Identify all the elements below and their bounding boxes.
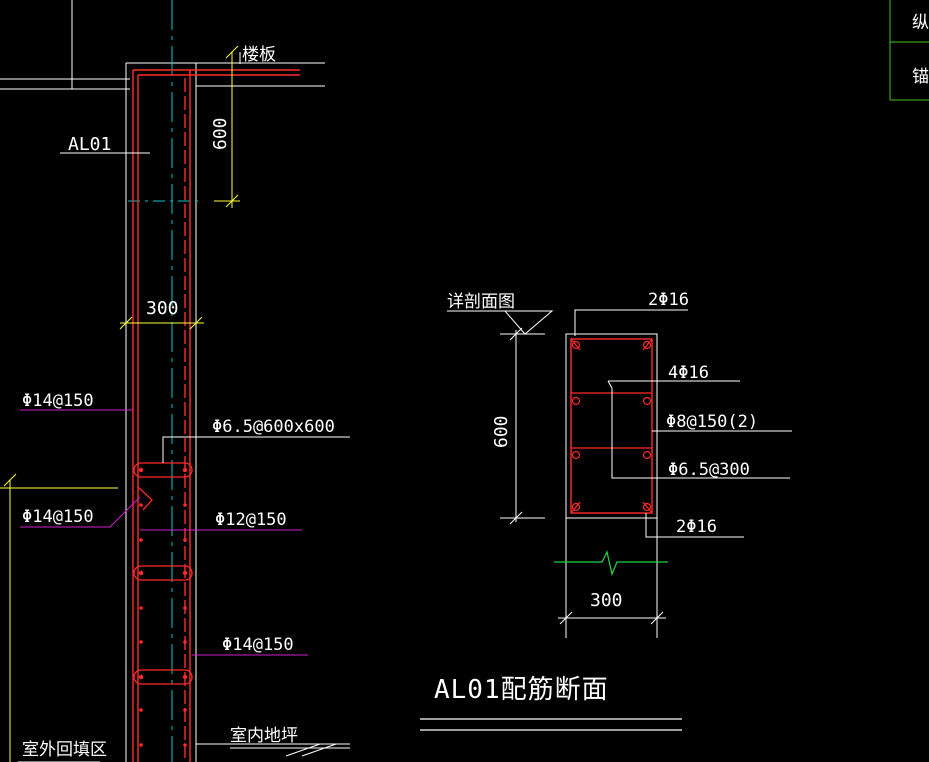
- leader-tie-bars: [162, 436, 350, 463]
- beam-section: 详剖面图 600 300: [420, 290, 792, 731]
- height-600-label: 600: [210, 117, 231, 150]
- side-bars-label: 4Φ16: [668, 363, 709, 383]
- section-bars: [571, 340, 652, 512]
- stirrups-label: Φ8@150(2): [666, 412, 758, 432]
- section-title: AL01配筋断面: [434, 675, 609, 705]
- section-height-label: 600: [491, 415, 512, 448]
- title-block-row2: 锚: [912, 67, 929, 87]
- stirrup: [570, 338, 653, 514]
- ties-label: Φ6.5@300: [668, 460, 750, 480]
- title-block-fragment: 纵 锚: [889, 0, 929, 101]
- wall-rebar-mid-label: Φ14@150: [22, 507, 94, 527]
- wall-elevation: 楼板 AL01 600 300 Φ14@150 Φ6.5@600x600 Φ14…: [0, 0, 350, 762]
- section-outline: [565, 333, 658, 519]
- beam-tag-label: AL01: [68, 134, 111, 155]
- wall-rebar-top-label: Φ14@150: [22, 391, 94, 411]
- width-300-label: 300: [146, 298, 179, 319]
- interior-floor-label: 室内地坪: [230, 726, 298, 746]
- section-width-label: 300: [590, 590, 623, 611]
- wall-rebar-low-label: Φ14@150: [222, 635, 294, 655]
- horizontal-bars-label: Φ12@150: [215, 510, 287, 530]
- floor-slab-label: 楼板: [242, 45, 276, 65]
- top-bars-label: 2Φ16: [648, 290, 689, 310]
- section-marker-label: 详剖面图: [447, 292, 515, 312]
- exterior-backfill-label: 室外回填区: [22, 740, 107, 760]
- bottom-bars-label: 2Φ16: [676, 517, 717, 537]
- grade-break-line: [554, 550, 668, 577]
- bar-dots: [138, 467, 188, 747]
- tie-bars-label: Φ6.5@600x600: [212, 417, 335, 437]
- leader-wall-rebar-mid: [20, 496, 141, 528]
- title-block-row1: 纵: [912, 13, 929, 33]
